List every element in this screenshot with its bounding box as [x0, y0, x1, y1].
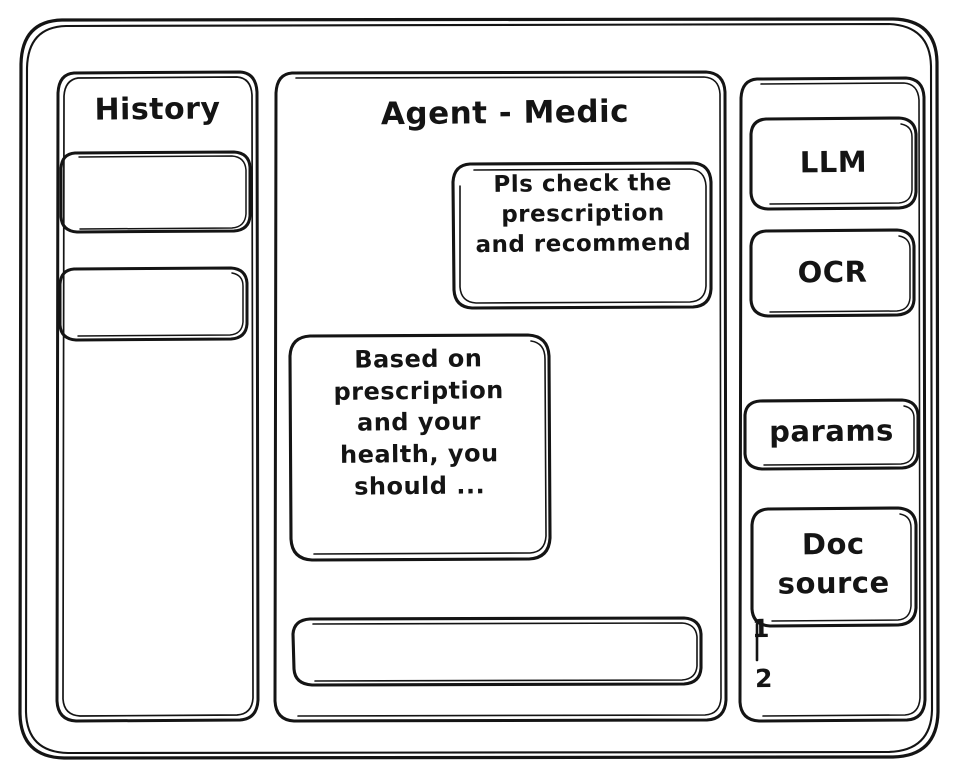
user-message-bubble[interactable]	[453, 163, 711, 308]
tool-doc-source-button[interactable]	[752, 508, 916, 626]
tool-params-button[interactable]	[745, 400, 918, 469]
tool-llm-button[interactable]	[751, 118, 916, 209]
history-item-1[interactable]	[60, 152, 250, 232]
history-item-2[interactable]	[60, 268, 247, 340]
composer-input[interactable]	[293, 618, 701, 685]
assistant-message-bubble[interactable]	[290, 335, 550, 560]
tool-ocr-button[interactable]	[751, 230, 914, 316]
